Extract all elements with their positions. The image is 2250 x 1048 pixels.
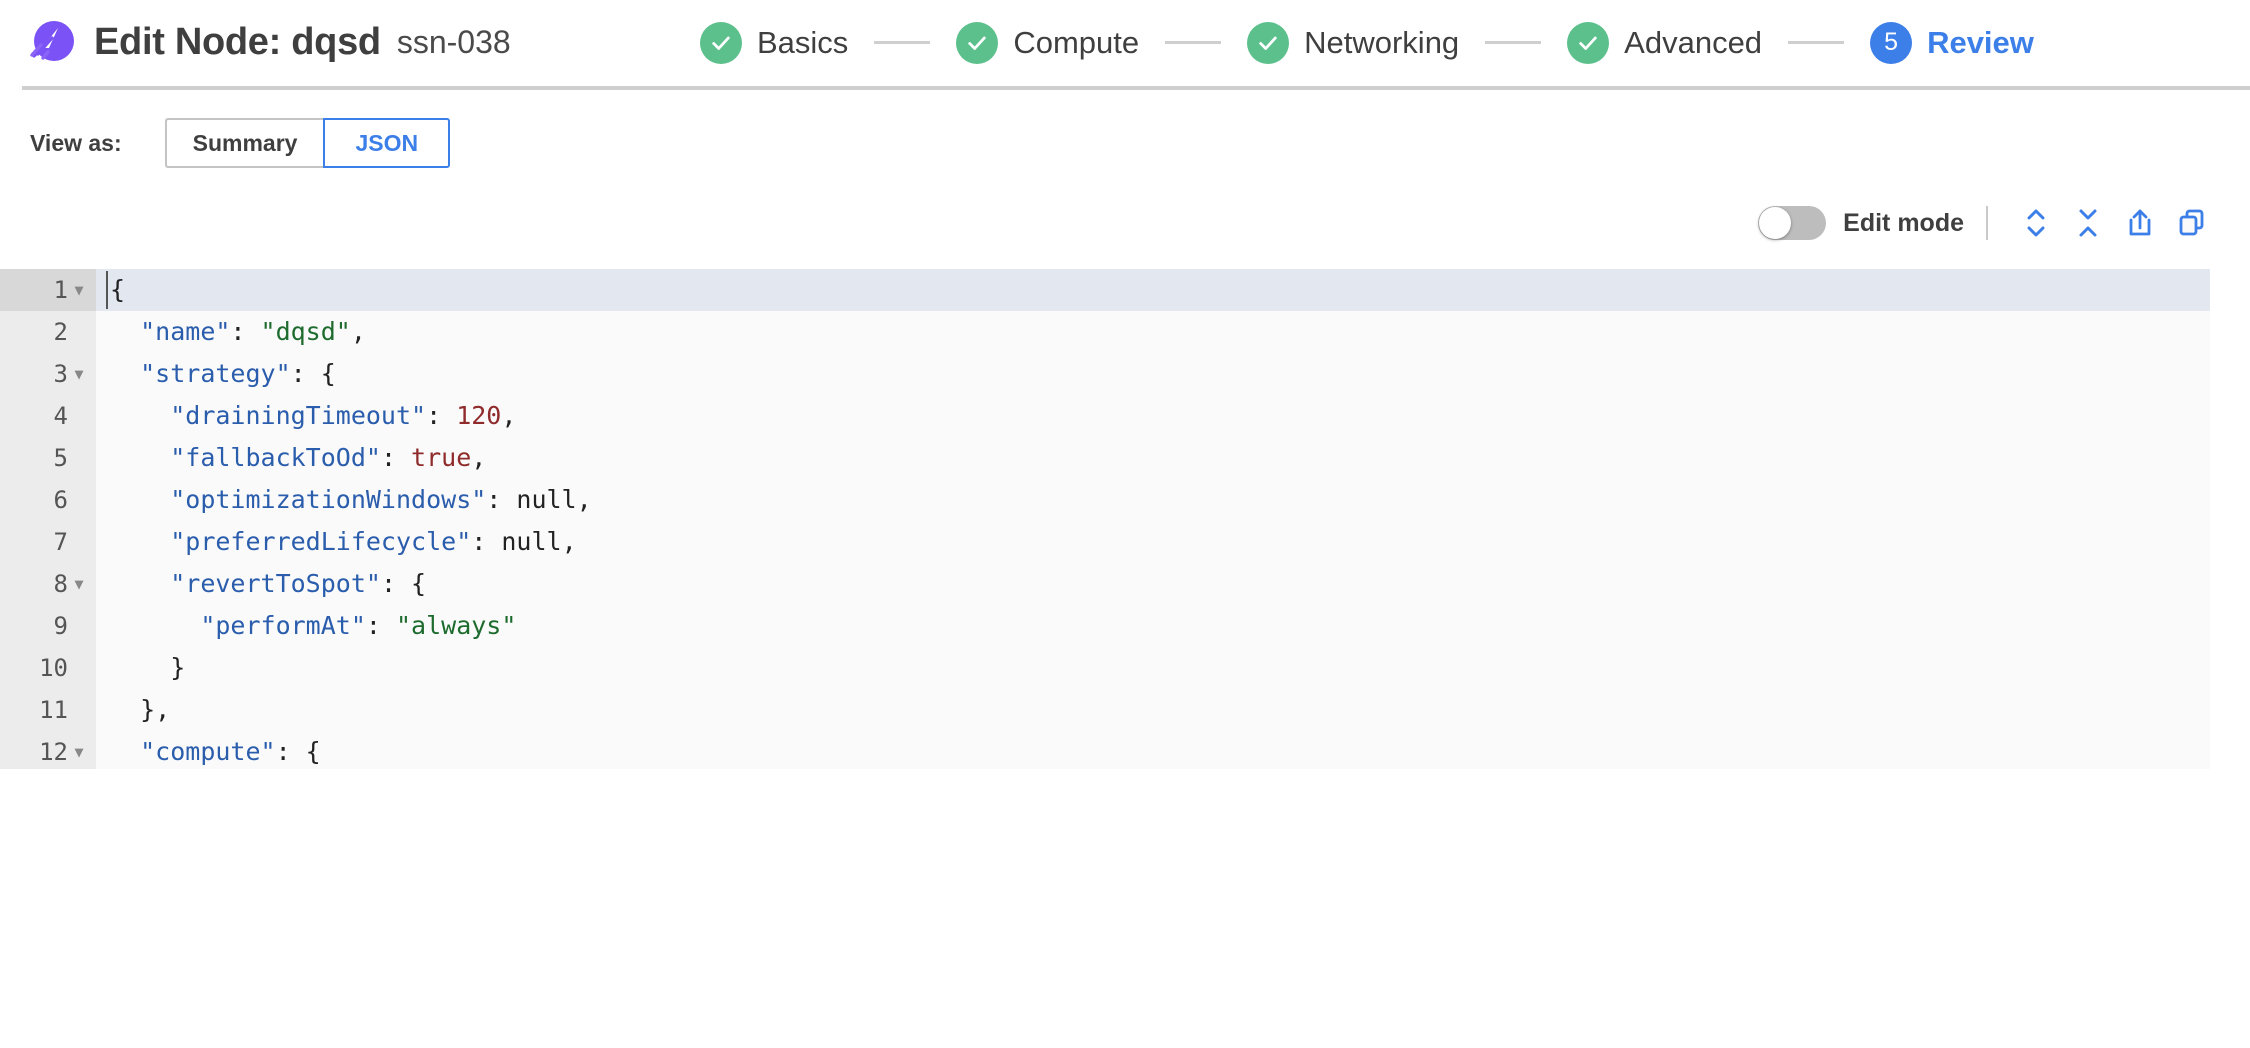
- code-line[interactable]: 1▼{: [0, 269, 2210, 311]
- line-number: 1: [53, 276, 68, 304]
- step-compute[interactable]: Compute: [956, 21, 1140, 64]
- line-number: 4: [53, 402, 68, 430]
- step-connector: [874, 41, 931, 44]
- line-number: 5: [53, 444, 68, 472]
- line-number: 7: [53, 528, 68, 556]
- code-text: "fallbackToOd": true,: [170, 443, 487, 472]
- step-connector: [1485, 41, 1542, 44]
- check-icon: [700, 21, 742, 64]
- code-text: "performAt": "always": [200, 611, 517, 640]
- code-line[interactable]: 2▼ "name": "dqsd",: [0, 311, 2210, 353]
- json-editor[interactable]: 1▼{2▼ "name": "dqsd",3▼ "strategy": {4▼ …: [0, 269, 2210, 769]
- code-line[interactable]: 4▼ "drainingTimeout": 120,: [0, 395, 2210, 437]
- code-text: "revertToSpot": {: [170, 569, 427, 598]
- step-label: Review: [1927, 24, 2034, 60]
- step-label: Compute: [1013, 24, 1140, 60]
- line-gutter: 12 ▼: [0, 731, 96, 769]
- step-label: Basics: [757, 24, 849, 60]
- code-line[interactable]: 5▼ "fallbackToOd": true,: [0, 437, 2210, 479]
- check-icon: [956, 21, 999, 64]
- fold-toggle-icon[interactable]: ▼: [74, 281, 84, 299]
- header-divider: [22, 86, 2250, 90]
- json-editor-toolbar: Edit mode: [0, 203, 2250, 243]
- code-text: "drainingTimeout": 120,: [170, 401, 517, 430]
- line-gutter: 6▼: [0, 479, 96, 521]
- header-title-group: Edit Node: dqsd ssn-038: [0, 16, 511, 70]
- line-number: 9: [53, 612, 68, 640]
- view-as-segmented-control[interactable]: Summary JSON: [164, 118, 451, 168]
- line-number: 12: [39, 738, 68, 766]
- code-line[interactable]: 8▼ "revertToSpot": {: [0, 563, 2210, 605]
- line-number: 8: [53, 570, 68, 598]
- view-as-row: View as: Summary JSON: [0, 118, 2250, 168]
- code-text: "name": "dqsd",: [140, 317, 366, 346]
- code-text: "strategy": {: [140, 359, 336, 388]
- step-advanced[interactable]: Advanced: [1567, 21, 1763, 64]
- code-text: }: [170, 653, 186, 682]
- line-gutter: 8▼: [0, 563, 96, 605]
- line-gutter: 5▼: [0, 437, 96, 479]
- check-icon: [1247, 21, 1290, 64]
- page-subtitle-node-id: ssn-038: [396, 24, 511, 60]
- edit-mode-label: Edit mode: [1843, 208, 1964, 237]
- check-icon: [1567, 21, 1610, 64]
- code-line[interactable]: 12 ▼ "compute": {: [0, 731, 2210, 769]
- line-gutter: 7▼: [0, 521, 96, 563]
- view-as-label: View as:: [30, 129, 122, 156]
- step-label: Advanced: [1624, 24, 1763, 60]
- code-line[interactable]: 3▼ "strategy": {: [0, 353, 2210, 395]
- code-text: },: [140, 695, 171, 724]
- code-line[interactable]: 6▼ "optimizationWindows": null,: [0, 479, 2210, 521]
- code-text: {: [96, 269, 125, 311]
- code-line[interactable]: 9▼ "performAt": "always": [0, 605, 2210, 647]
- line-gutter: 1▼: [0, 269, 96, 311]
- app-header: Edit Node: dqsd ssn-038 Basics Compute Net…: [0, 0, 2250, 85]
- fold-toggle-icon[interactable]: ▼: [74, 365, 84, 383]
- line-gutter: 11▼: [0, 689, 96, 731]
- line-number: 10: [39, 654, 68, 682]
- line-number: 3: [53, 360, 68, 388]
- page-title: Edit Node: dqsd: [94, 21, 381, 63]
- copy-icon[interactable]: [2166, 203, 2218, 243]
- line-gutter: 9▼: [0, 605, 96, 647]
- step-label: Networking: [1304, 24, 1460, 60]
- line-number: 6: [53, 486, 68, 514]
- spot-comet-logo-icon: [22, 16, 76, 70]
- step-networking[interactable]: Networking: [1247, 21, 1460, 64]
- line-gutter: 10▼: [0, 647, 96, 689]
- line-number: 2: [53, 318, 68, 346]
- code-text: "preferredLifecycle": null,: [170, 527, 577, 556]
- view-as-json-button[interactable]: JSON: [323, 118, 451, 168]
- line-gutter: 3▼: [0, 353, 96, 395]
- step-number: 5: [1884, 28, 1899, 56]
- code-line[interactable]: 7▼ "preferredLifecycle": null,: [0, 521, 2210, 563]
- step-review[interactable]: 5 Review: [1870, 21, 2034, 64]
- code-text: "compute": {: [140, 737, 321, 766]
- step-number-badge: 5: [1870, 21, 1913, 64]
- edit-mode-toggle-knob: [1759, 207, 1792, 239]
- line-gutter: 2▼: [0, 311, 96, 353]
- expand-all-icon[interactable]: [2010, 203, 2062, 243]
- toolbar-divider: [1986, 206, 1988, 240]
- edit-mode-toggle[interactable]: [1758, 206, 1827, 240]
- step-connector: [1165, 41, 1222, 44]
- code-text: "optimizationWindows": null,: [170, 485, 592, 514]
- line-number: 11: [39, 696, 68, 724]
- view-as-summary-button[interactable]: Summary: [164, 118, 324, 168]
- step-connector: [1788, 41, 1845, 44]
- code-line[interactable]: 11▼ },: [0, 689, 2210, 731]
- export-icon[interactable]: [2114, 203, 2166, 243]
- wizard-stepper: Basics Compute Networking Advanced 5 Review: [700, 0, 2034, 85]
- line-gutter: 4▼: [0, 395, 96, 437]
- step-basics[interactable]: Basics: [700, 21, 849, 64]
- fold-toggle-icon[interactable]: ▼: [74, 743, 84, 761]
- collapse-all-icon[interactable]: [2062, 203, 2114, 243]
- fold-toggle-icon[interactable]: ▼: [74, 575, 84, 593]
- code-line[interactable]: 10▼ }: [0, 647, 2210, 689]
